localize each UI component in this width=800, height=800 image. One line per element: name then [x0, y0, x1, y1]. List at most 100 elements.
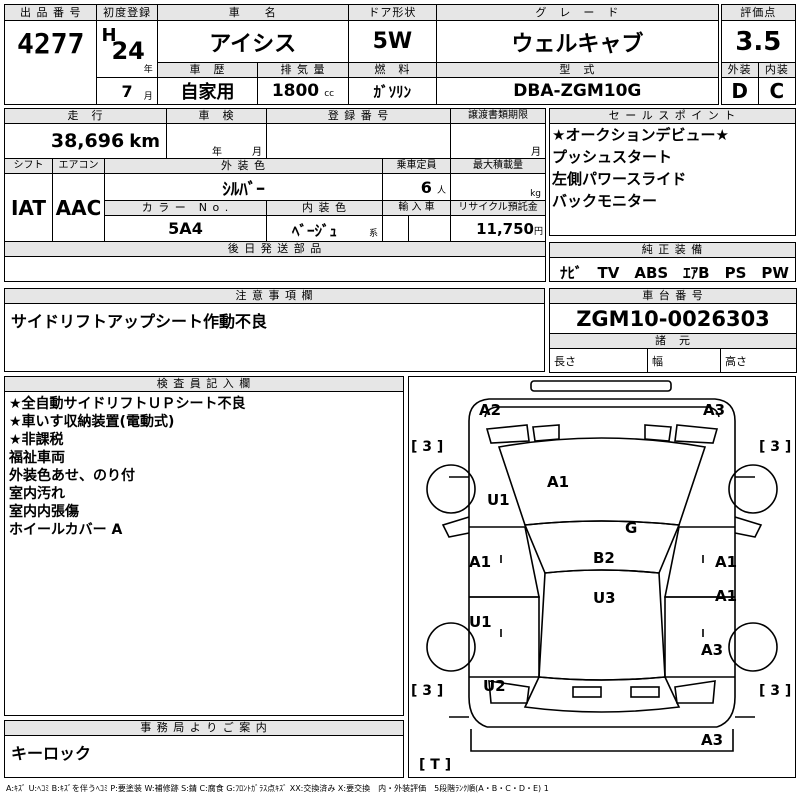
recycle-label: リサイクル預託金	[450, 200, 547, 217]
displacement-cell: 1800 cc	[257, 77, 349, 105]
first-reg-cell: H 24 年	[96, 20, 158, 78]
front-bumper	[468, 398, 736, 422]
sales-point-line: バックモニター	[552, 192, 658, 210]
legend: A:ｷｽﾞ U:ﾍｺﾐ B:ｷｽﾞを伴うﾍｺﾐ P:要塗装 W:補修跡 S:錆 …	[6, 784, 549, 793]
taillight-left	[488, 680, 530, 704]
year-unit: 年	[143, 65, 153, 75]
int-color-cell: ﾍﾞｰｼﾞｭ 系	[266, 215, 384, 243]
body-right	[716, 421, 736, 728]
wheel-front-right	[728, 464, 778, 514]
equipment-label: 純 正 装 備	[550, 243, 795, 258]
sales-point-line: ★オークションデビュー★	[552, 126, 729, 144]
int-label: 内装	[757, 62, 797, 78]
office-value: キーロック	[11, 744, 92, 763]
fuel-label: 燃 料	[347, 62, 438, 78]
yen-unit: 円	[534, 227, 544, 238]
grade-label: グ レ ー ド	[436, 4, 719, 21]
width-label: 幅	[647, 348, 721, 373]
fuel: ｶﾞｿﾘﾝ	[347, 77, 438, 105]
inspector-line: ★車いす収納装置(電動式)	[9, 414, 175, 430]
damage-a3-rear-bumper: A3	[701, 731, 724, 749]
km-unit: km	[129, 131, 161, 153]
chassis-label: 車 台 番 号	[548, 288, 798, 304]
int-color-unit: 系	[369, 228, 379, 239]
int-color: ﾍﾞｰｼﾞｭ	[291, 221, 337, 240]
later-parts-label: 後 日 発 送 部 品	[3, 241, 547, 258]
inspector-line: ★非課税	[9, 432, 64, 448]
mirror-left	[441, 516, 470, 538]
damage-u2-rear-left: U2	[483, 677, 506, 695]
door: 5W	[347, 20, 438, 63]
history: 自家用	[156, 77, 259, 105]
body-left	[468, 421, 488, 728]
hood	[497, 437, 707, 526]
capacity: 6	[420, 177, 432, 197]
first-reg-year: 24	[111, 37, 145, 65]
mid-table: 走 行 車 検 登 録 番 号 譲渡書類期限 38,696 km 年 月 月 シ…	[3, 107, 547, 282]
int-color-label: 内 装 色	[266, 200, 384, 217]
grille-slot-right	[644, 424, 672, 442]
sales-point-line: 左側パワースライド	[552, 170, 687, 188]
mirror-right	[734, 516, 763, 538]
headlight-left	[485, 424, 530, 444]
model: DBA-ZGM10G	[436, 77, 719, 105]
displacement-label: 排 気 量	[257, 62, 349, 78]
damage-u3-roof: U3	[593, 589, 616, 607]
ac: AAC	[52, 173, 105, 243]
load-cell: kg	[450, 173, 547, 202]
inspection-cell: 年 月	[166, 123, 268, 160]
sales-point-line: プッシュスタート	[552, 148, 673, 166]
recycle-cell: 11,750円	[450, 215, 547, 243]
rear-door-right	[664, 596, 735, 678]
score-label: 評価点	[720, 4, 797, 21]
car-name: アイシス	[156, 20, 349, 63]
office-label: 事 務 局 よ り ご 案 内	[5, 721, 403, 736]
door-handles	[500, 555, 704, 637]
chassis-no: ZGM10-0026303	[548, 303, 798, 334]
car-diagram-box: [ 3 ] [ 3 ] [ 3 ] [ 3 ] [ T ] A2 A3 A1 U…	[408, 376, 796, 778]
damage-a1-left-door: A1	[469, 553, 492, 571]
cc-unit: cc	[324, 89, 335, 99]
month-unit: 月	[143, 92, 153, 102]
inspector-line: ホイールカバー A	[9, 522, 123, 538]
damage-a1-right-door: A1	[715, 553, 738, 571]
import-cell-b	[408, 215, 452, 243]
taillight-right	[674, 680, 716, 704]
front-bumper-top	[530, 380, 672, 392]
damage-a2-front-left: A2	[479, 401, 502, 419]
damage-b2-roof: B2	[593, 549, 615, 567]
reg-label: 登 録 番 号	[266, 107, 452, 125]
inspector-line: ★全自動サイドリフトＵＰシート不良	[9, 396, 246, 412]
notice-label: 注 意 事 項 欄	[5, 289, 544, 304]
model-label: 型 式	[436, 62, 719, 78]
notice-box: 注 意 事 項 欄 サイドリフトアップシート作動不良	[4, 288, 545, 372]
inspector-line: 室内内張傷	[9, 504, 79, 520]
rear-lamp-right	[630, 686, 660, 698]
tire-front-right-score: [ 3 ]	[759, 439, 792, 455]
top-table: 出 品 番 号 初度登録 車 名 ドア形状 グ レ ー ド 評価点 4277 H…	[3, 4, 797, 105]
grade: ウェルキャブ	[436, 20, 719, 63]
score: 3.5	[720, 20, 797, 63]
damage-a3-front-right: A3	[703, 401, 726, 419]
inspector-line: 室内汚れ	[9, 486, 65, 502]
chassis-table: 車 台 番 号 ZGM10-0026303 諸 元 長さ 幅 高さ	[548, 288, 798, 373]
lot-no-label: 出 品 番 号	[3, 4, 98, 21]
damage-g-windshield: G	[625, 519, 638, 537]
inspector-line: 外装色あせ、のり付	[9, 468, 135, 484]
lot-no: 4277	[3, 20, 98, 105]
first-reg-label: 初度登録	[96, 4, 158, 21]
shift-label: シフト	[4, 158, 53, 175]
history-label: 車 歴	[156, 62, 259, 78]
tire-front-left-score: [ 3 ]	[411, 439, 444, 455]
transfer-cell: 月	[450, 123, 547, 160]
capacity-unit: 人	[437, 185, 447, 196]
color-no: 5A4	[103, 215, 268, 243]
ac-label: エアコン	[52, 158, 105, 175]
int-score: C	[757, 77, 797, 105]
notice-value: サイドリフトアップシート作動不良	[11, 312, 268, 331]
rear-door-left	[469, 596, 540, 678]
tire-rear-right-score: [ 3 ]	[759, 683, 792, 699]
door-label: ドア形状	[347, 4, 438, 21]
equipment-value: ﾅﾋﾞ TV ABS ｴｱB PS PW	[560, 264, 789, 282]
fender-lines	[449, 476, 755, 718]
